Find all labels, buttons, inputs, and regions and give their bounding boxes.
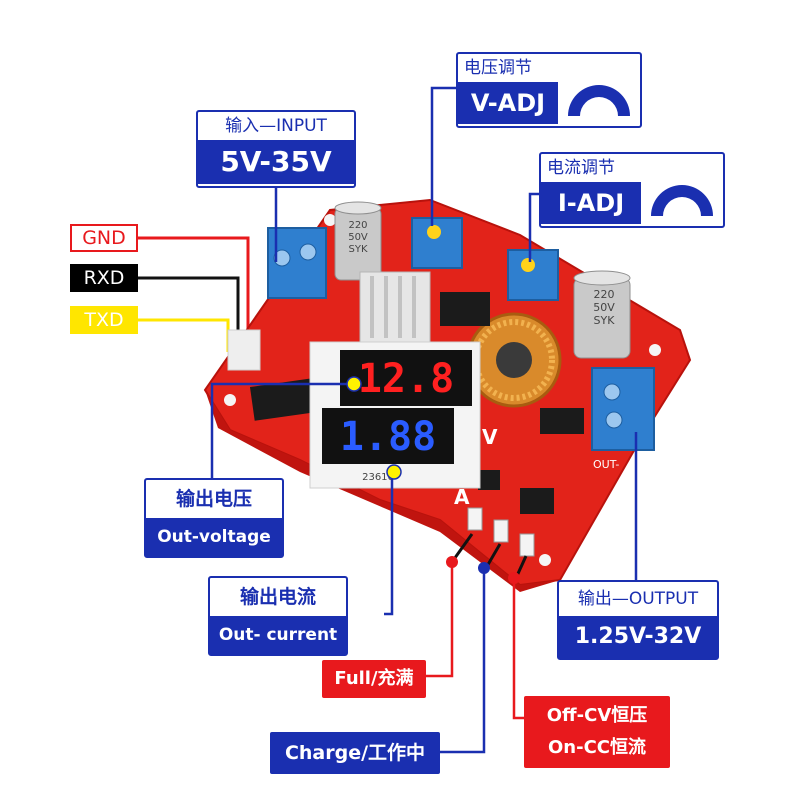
i-adj-title: 电流调节 xyxy=(547,158,615,178)
v-adj-title: 电压调节 xyxy=(464,58,532,78)
display-current: 1.88 xyxy=(340,414,436,460)
pin-label-txd: TXD xyxy=(70,306,138,334)
toroid-inductor xyxy=(466,312,562,408)
display-voltage: 12.8 xyxy=(358,356,454,402)
vadj-leader xyxy=(430,86,458,226)
cap2-line3: SYK xyxy=(594,314,616,327)
out-current-title: 输出电流 xyxy=(239,586,316,608)
input-callout: 输入—INPUT 5V-35V xyxy=(196,110,356,188)
output-callout: 输出—OUTPUT 1.25V-32V xyxy=(557,580,719,660)
led-cvcc xyxy=(519,533,535,557)
rxd-wire xyxy=(138,276,240,345)
pin-label-rxd: RXD xyxy=(70,264,138,292)
mount-hole xyxy=(649,344,661,356)
outv-dot xyxy=(346,376,362,392)
display-code: 23616 xyxy=(362,472,394,483)
cvcc-leader xyxy=(512,578,524,720)
outi-dot xyxy=(386,464,402,480)
ic-small xyxy=(520,488,554,514)
full-dot xyxy=(446,556,458,568)
cvcc-dot xyxy=(508,572,520,584)
charge-dot xyxy=(478,562,490,574)
out-voltage-callout: 输出电压 Out-voltage xyxy=(144,478,284,558)
cc-label: On-CC恒流 xyxy=(547,737,646,758)
input-range: 5V-35V xyxy=(198,140,354,184)
cap1-line1: 220 xyxy=(348,220,367,231)
cap1-line3: SYK xyxy=(348,244,367,255)
cap1-line2: 50V xyxy=(348,232,368,243)
output-range: 1.25V-32V xyxy=(559,616,717,658)
iadj-leader xyxy=(528,192,541,262)
ic-small xyxy=(540,408,584,434)
heatsink xyxy=(359,271,431,343)
pin-label-gnd: GND xyxy=(70,224,138,252)
mount-hole xyxy=(224,394,236,406)
silk-a: A xyxy=(454,485,470,509)
cap2-line2: 50V xyxy=(593,301,615,314)
v-adj-label: V-ADJ xyxy=(458,82,558,124)
cv-label: Off-CV恒压 xyxy=(546,705,648,726)
arc-knob-icon xyxy=(568,85,630,116)
cap2-line1: 220 xyxy=(594,288,615,301)
output-terminal xyxy=(591,367,655,451)
gnd-wire xyxy=(138,236,250,335)
i-adj-pot xyxy=(507,249,559,301)
outi-leader xyxy=(384,472,394,616)
full-leader xyxy=(426,562,454,678)
output-title: 输出—OUTPUT xyxy=(577,589,699,609)
full-tag: Full/充满 xyxy=(322,660,426,698)
led-display: 12.8 1.88 23616 xyxy=(309,341,481,489)
i-adj-callout: 电流调节 I-ADJ xyxy=(539,152,725,228)
input-title: 输入—INPUT xyxy=(225,116,327,136)
led-charge xyxy=(493,519,509,543)
led-full xyxy=(467,507,483,531)
charge-tag: Charge/工作中 xyxy=(270,732,440,774)
pin-header xyxy=(227,329,261,371)
capacitor-1: 220 50V SYK xyxy=(334,201,382,281)
out-current-label: Out- current xyxy=(210,616,346,654)
capacitor-2: 220 50V SYK xyxy=(573,270,631,359)
outv-leader xyxy=(210,382,356,478)
out-current-callout: 输出电流 Out- current xyxy=(208,576,348,656)
arc-knob-icon xyxy=(651,185,713,216)
mount-hole xyxy=(324,214,336,226)
txd-wire xyxy=(138,318,230,352)
v-adj-callout: 电压调节 V-ADJ xyxy=(456,52,642,128)
ic-small xyxy=(478,470,500,490)
mount-hole xyxy=(539,554,551,566)
v-adj-pot xyxy=(411,217,463,269)
silk-out: OUT- xyxy=(593,458,619,471)
charge-leader xyxy=(440,568,486,754)
input-terminal xyxy=(267,227,327,299)
cv-cc-tag: Off-CV恒压 On-CC恒流 xyxy=(524,696,670,768)
silk-v: V xyxy=(482,425,498,449)
ic-chip xyxy=(249,377,325,421)
i-adj-label: I-ADJ xyxy=(541,182,641,224)
out-voltage-label: Out-voltage xyxy=(146,518,282,556)
out-voltage-title: 输出电压 xyxy=(175,488,252,510)
mosfet xyxy=(440,292,490,326)
